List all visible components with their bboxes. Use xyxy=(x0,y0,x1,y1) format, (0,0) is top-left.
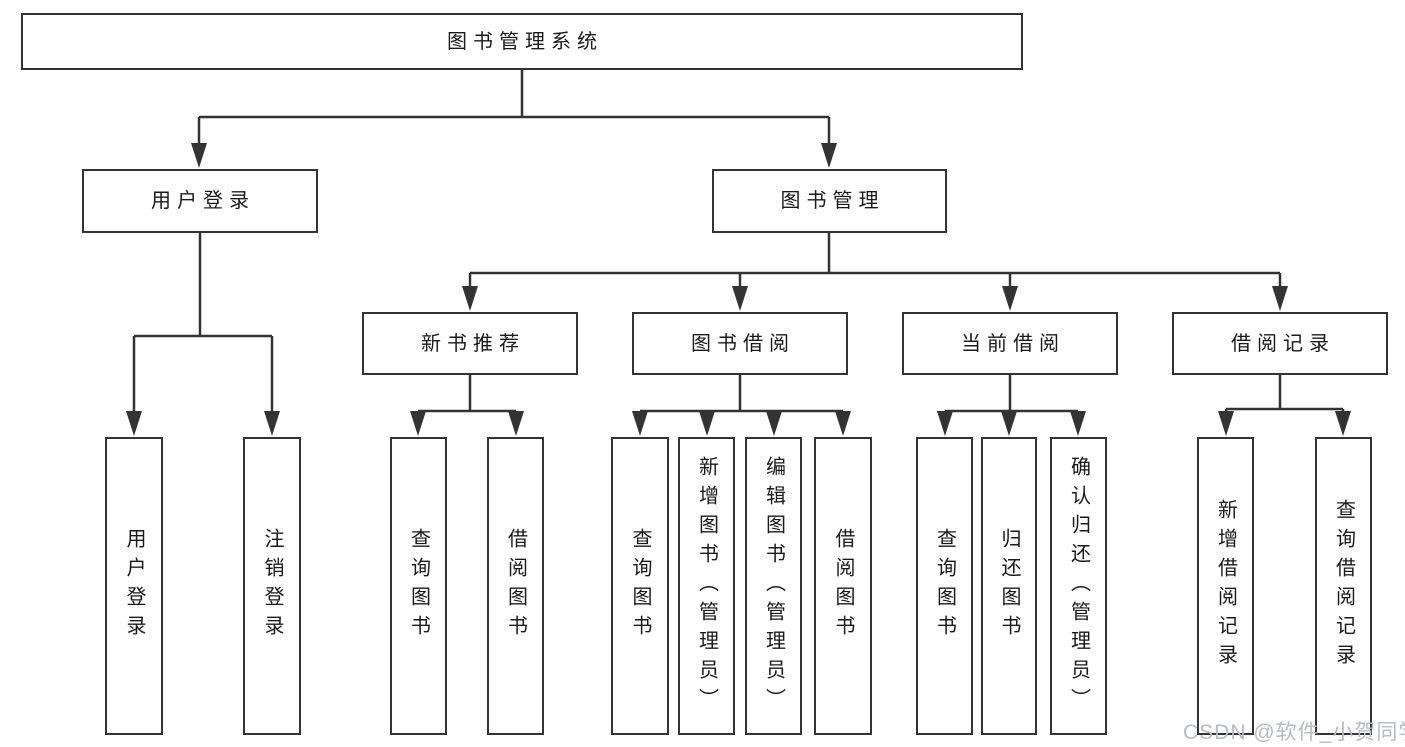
leaf-query-book-recommend: 查询图书 xyxy=(390,437,447,735)
leaf-query-book-current: 查询图书 xyxy=(916,437,973,735)
leaf-borrow-book: 借阅图书 xyxy=(814,437,872,735)
node-borrow-record: 借阅记录 xyxy=(1172,312,1388,375)
leaf-add-book-admin: 新增图书（管理员） xyxy=(678,437,735,735)
leaf-add-borrow-record: 新增借阅记录 xyxy=(1197,437,1254,735)
node-user-login: 用户登录 xyxy=(82,169,318,233)
leaf-query-book-borrow: 查询图书 xyxy=(611,437,669,735)
leaf-user-login: 用户登录 xyxy=(105,437,163,735)
leaf-confirm-return-admin: 确认归还（管理员） xyxy=(1050,437,1107,735)
csdn-watermark: CSDN @软件_小贺同学 xyxy=(1183,721,1405,744)
arrowheads xyxy=(126,143,1351,436)
node-book-management: 图书管理 xyxy=(712,169,947,233)
node-root-system: 图书管理系统 xyxy=(21,13,1023,70)
node-book-borrow: 图书借阅 xyxy=(632,312,848,375)
leaf-return-book: 归还图书 xyxy=(981,437,1037,735)
leaf-borrow-book-recommend: 借阅图书 xyxy=(487,437,544,735)
leaf-query-borrow-record: 查询借阅记录 xyxy=(1315,437,1372,735)
leaf-logout: 注销登录 xyxy=(243,437,301,735)
node-new-book-recommend: 新书推荐 xyxy=(362,312,578,375)
node-current-borrow: 当前借阅 xyxy=(902,312,1118,375)
leaf-edit-book-admin: 编辑图书（管理员） xyxy=(745,437,802,735)
